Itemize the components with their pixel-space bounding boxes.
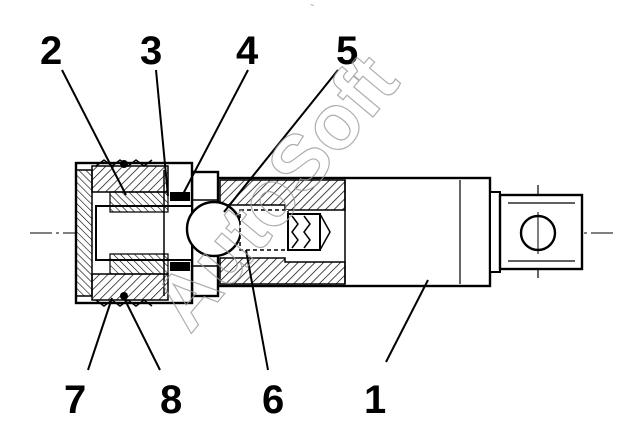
callout-1: 1 <box>364 378 386 422</box>
callout-4: 4 <box>236 29 259 73</box>
end-fitting <box>498 185 584 278</box>
callout-3: 3 <box>140 29 162 73</box>
callout-7: 7 <box>64 378 86 422</box>
callout-8: 8 <box>160 378 182 422</box>
callout-2: 2 <box>40 29 62 73</box>
seal-rings <box>120 160 190 300</box>
spring <box>239 209 331 251</box>
corner-mark: ~ <box>310 3 314 9</box>
guide-sleeve <box>95 170 193 296</box>
callout-5: 5 <box>336 29 358 73</box>
leader-lines <box>61 69 429 371</box>
callout-6: 6 <box>262 378 284 422</box>
